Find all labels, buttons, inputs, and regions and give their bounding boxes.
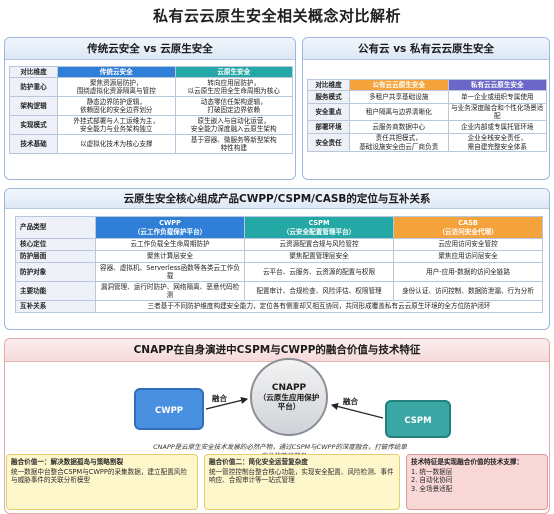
column-header: 对比维度: [9, 66, 58, 78]
table-row: 防护层面 聚焦计算层安全 聚焦配置管理层安全 聚焦应用访问层安全: [15, 250, 543, 263]
table-cell: 漏洞管理、运行时防护、网络隔离、恶意代码检测: [95, 281, 245, 301]
table-cell: 租户隔离与边界清晰化: [349, 102, 449, 122]
product-comparison-table: 产品类型 CWPP（云工作负载保护平台） CSPM（云安全配置管理平台） CAS…: [15, 216, 543, 313]
table-cell: 动态零信任架构逻辑， 打破固定边界依赖: [174, 96, 293, 116]
table-cell: 企业全栈安全责任， 需自建完整安全体系: [447, 133, 547, 152]
row-label: 互补关系: [15, 300, 96, 313]
panel-heading: 公有云 vs 私有云云原生安全: [303, 38, 549, 60]
value-title: 融合价值一：解决数据孤岛与策略割裂: [11, 458, 124, 466]
table-row: 实现模式 外挂式部署与人工运维为主， 安全能力与业务架构独立 原生嵌入与自动化运…: [9, 115, 293, 135]
public-vs-private-panel: 公有云 vs 私有云云原生安全 对比维度 公有云云原生安全 私有云云原生安全 服…: [302, 37, 550, 180]
table-cell: 与业务深度融合和个性化场景适配: [447, 102, 547, 122]
row-label: 架构逻辑: [9, 96, 58, 116]
merge-label-right: 融合: [343, 397, 358, 406]
column-header-casb: CASB（云访问安全代理）: [393, 216, 543, 239]
cnapp-subtitle: （云原生应用保护: [258, 392, 320, 402]
table-cell: 责任共担模式， 基础设施安全由云厂商负责: [349, 133, 449, 152]
row-label: 部署环境: [307, 120, 350, 135]
column-header-cspm: CSPM（云安全配置管理平台）: [244, 216, 394, 239]
table-row: 服务模式 多租户共享基础设施 单一企业或组织专属使用: [307, 90, 547, 104]
tech-features-box: 技术特征是实现融合价值的技术支撑： 1. 统一数据层 2. 自动化协同 3. 全…: [406, 454, 548, 510]
row-label: 安全重点: [307, 102, 350, 122]
feature-item: 1. 统一数据层: [411, 467, 453, 476]
column-header: 产品类型: [15, 216, 96, 239]
value-text: 统一数据中台整合CSPM与CWPP的采集数据，建立配置风险与威胁事件的关联分析模…: [11, 467, 187, 485]
table-row: 技术基础 以虚拟化技术为核心支撑 基于容器、微服务等新型架构 特性构建: [9, 134, 293, 154]
page-title: 私有云云原生安全相关概念对比解析: [152, 7, 401, 25]
cnapp-subtitle: 平台）: [277, 401, 301, 411]
traditional-vs-cloudnative-panel: 传统云安全 vs 云原生安全 对比维度 传统云安全 云原生安全 防护重心 聚焦资…: [4, 37, 296, 180]
value-box-1: 融合价值一：解决数据孤岛与策略割裂 统一数据中台整合CSPM与CWPP的采集数据…: [6, 454, 198, 510]
row-label: 防护重心: [9, 77, 58, 97]
feature-item: 2. 自动化协同: [411, 476, 453, 484]
panel-heading: 云原生安全核心组成产品CWPP/CSPM/CASB的定位与互补关系: [5, 189, 549, 209]
table-row: 安全责任 责任共担模式， 基础设施安全由云厂商负责 企业全栈安全责任， 需自建完…: [307, 133, 547, 152]
row-label: 防护层面: [15, 250, 96, 263]
cwpp-node: CWPP: [134, 388, 204, 430]
feature-item: 3. 全场景适配: [411, 484, 453, 493]
value-text: 统一管控控制台整合核心功能，实现安全配置、风险检测、事件响应、合规审计等一站式管…: [209, 467, 394, 485]
column-header: 对比维度: [307, 79, 350, 91]
public-vs-private-table: 对比维度 公有云云原生安全 私有云云原生安全 服务模式 多租户共享基础设施 单一…: [307, 79, 547, 152]
value-box-2: 融合价值二：简化安全运营复杂度 统一管控控制台整合核心功能，实现安全配置、风险检…: [204, 454, 400, 510]
arrow-cspm-to-cnapp: [330, 402, 384, 419]
row-label: 安全责任: [307, 133, 350, 152]
table-cell: 基于容器、微服务等新型架构 特性构建: [174, 134, 293, 154]
row-label: 服务模式: [307, 90, 350, 104]
column-header-cwpp: CWPP（云工作负载保护平台）: [95, 216, 245, 239]
cnapp-node: CNAPP （云原生应用保护 平台）: [250, 358, 328, 436]
arrow-cwpp-to-cnapp: [205, 396, 249, 410]
table-row: 部署环境 云服务商数据中心 企业内部或专属托管环境: [307, 120, 547, 135]
value-title: 融合价值二：简化安全运营复杂度: [209, 458, 308, 466]
cspm-node: CSPM: [385, 400, 451, 438]
cwpp-cspm-casb-panel: 云原生安全核心组成产品CWPP/CSPM/CASB的定位与互补关系 产品类型 C…: [4, 188, 550, 330]
row-label: 技术基础: [9, 134, 58, 154]
table-row: 互补关系 三者基于不同防护维度构建安全能力，定位各有侧重却又相互协同，共同形成覆…: [15, 300, 543, 313]
features-title: 技术特征是实现融合价值的技术支撑：: [411, 458, 524, 466]
traditional-vs-cloudnative-table: 对比维度 传统云安全 云原生安全 防护重心 聚焦资源层防护， 围绕虚拟化资源隔离…: [9, 66, 293, 154]
cnapp-title: CNAPP: [271, 382, 307, 393]
merge-label-left: 融合: [212, 394, 227, 403]
table-row: 安全重点 租户隔离与边界清晰化 与业务深度融合和个性化场景适配: [307, 102, 547, 122]
complement-text: 三者基于不同防护维度构建安全能力，定位各有侧重却又相互协同，共同形成覆盖私有云云…: [95, 300, 543, 313]
panel-heading: 传统云安全 vs 云原生安全: [5, 38, 295, 60]
row-label: 核心定位: [15, 238, 96, 251]
